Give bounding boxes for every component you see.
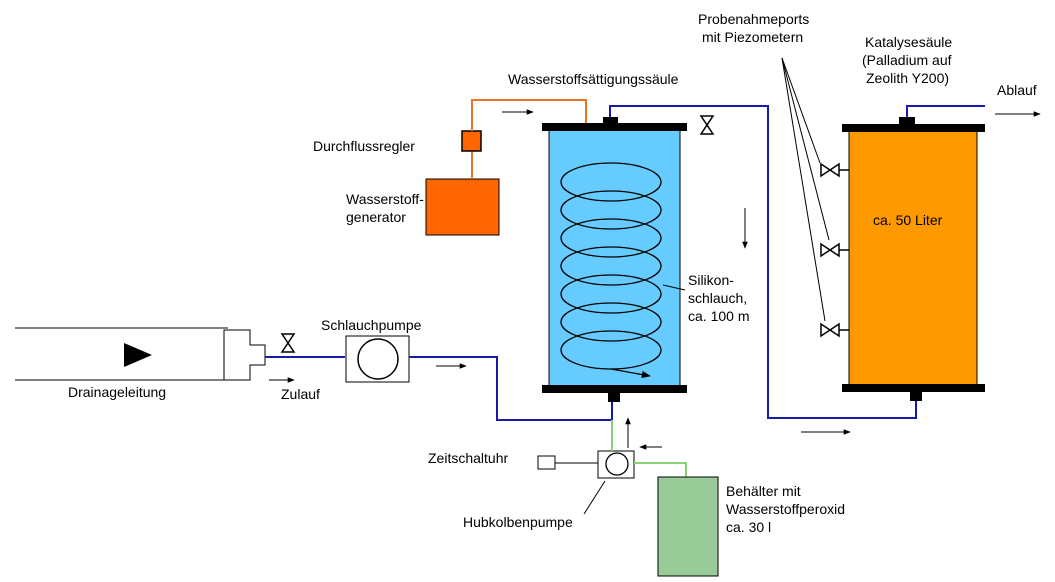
hose-pump-label: Schlauchpumpe: [321, 317, 422, 333]
sampling-port-icon: [820, 162, 840, 178]
sampling-port-icon: [820, 242, 840, 258]
sampling-leader-lines: [781, 57, 830, 322]
pump-to-column-line: [409, 356, 613, 421]
saturation-column-label: Wasserstoffsättigungssäule: [508, 71, 679, 87]
transfer-valve-icon: [699, 115, 715, 135]
silicone-leader: [662, 284, 686, 291]
flow-regulator: [461, 130, 482, 152]
inflow-label: Zulauf: [281, 386, 320, 402]
transfer-line: [609, 105, 917, 419]
outflow-label: Ablauf: [997, 82, 1037, 98]
pipe-outlet-fitting: [223, 329, 266, 381]
silicone-hose-coil: [560, 162, 662, 379]
silicone-label-line2: schlauch,: [688, 290, 747, 306]
hydrogen-generator: [425, 178, 500, 236]
timer-box: [537, 455, 556, 470]
catalysis-label-line1: Katalysesäule: [865, 34, 952, 50]
sampling-label-line1: Probenahmeports: [698, 11, 809, 27]
piston-pump-label: Hubkolbenpumpe: [463, 514, 573, 530]
drainage-label: Drainageleitung: [68, 384, 166, 400]
container-label-line3: ca. 30 l: [726, 519, 771, 535]
generator-label-line2: generator: [346, 209, 406, 225]
container-label-line2: Wasserstoffperoxid: [726, 501, 845, 517]
flow-regulator-label: Durchflussregler: [313, 138, 415, 154]
sampling-label-line2: mit Piezometern: [702, 29, 803, 45]
sampling-port-icon: [820, 322, 840, 338]
flow-direction-arrow: [124, 343, 152, 367]
catalysis-column: [842, 117, 985, 401]
volume-label: ca. 50 Liter: [873, 212, 943, 228]
generator-label-line1: Wasserstoff-: [346, 191, 424, 207]
drainage-pipe: [15, 327, 266, 381]
catalysis-label-line3: Zeolith Y200): [866, 70, 949, 86]
piston-pump-rotor: [605, 452, 629, 476]
peroxide-container: [657, 476, 719, 577]
timer-label: Zeitschaltuhr: [428, 450, 508, 466]
silicone-label-line1: Silikon-: [688, 272, 734, 288]
silicone-label-line3: ca. 100 m: [688, 308, 749, 324]
catalysis-label-line2: (Palladium auf: [862, 52, 952, 68]
piston-pump-leader: [583, 480, 606, 515]
container-label-line1: Behälter mit: [726, 483, 801, 499]
outflow-line: [906, 105, 985, 117]
hose-pump: [345, 335, 410, 383]
inflow-valve-icon: [280, 333, 296, 353]
